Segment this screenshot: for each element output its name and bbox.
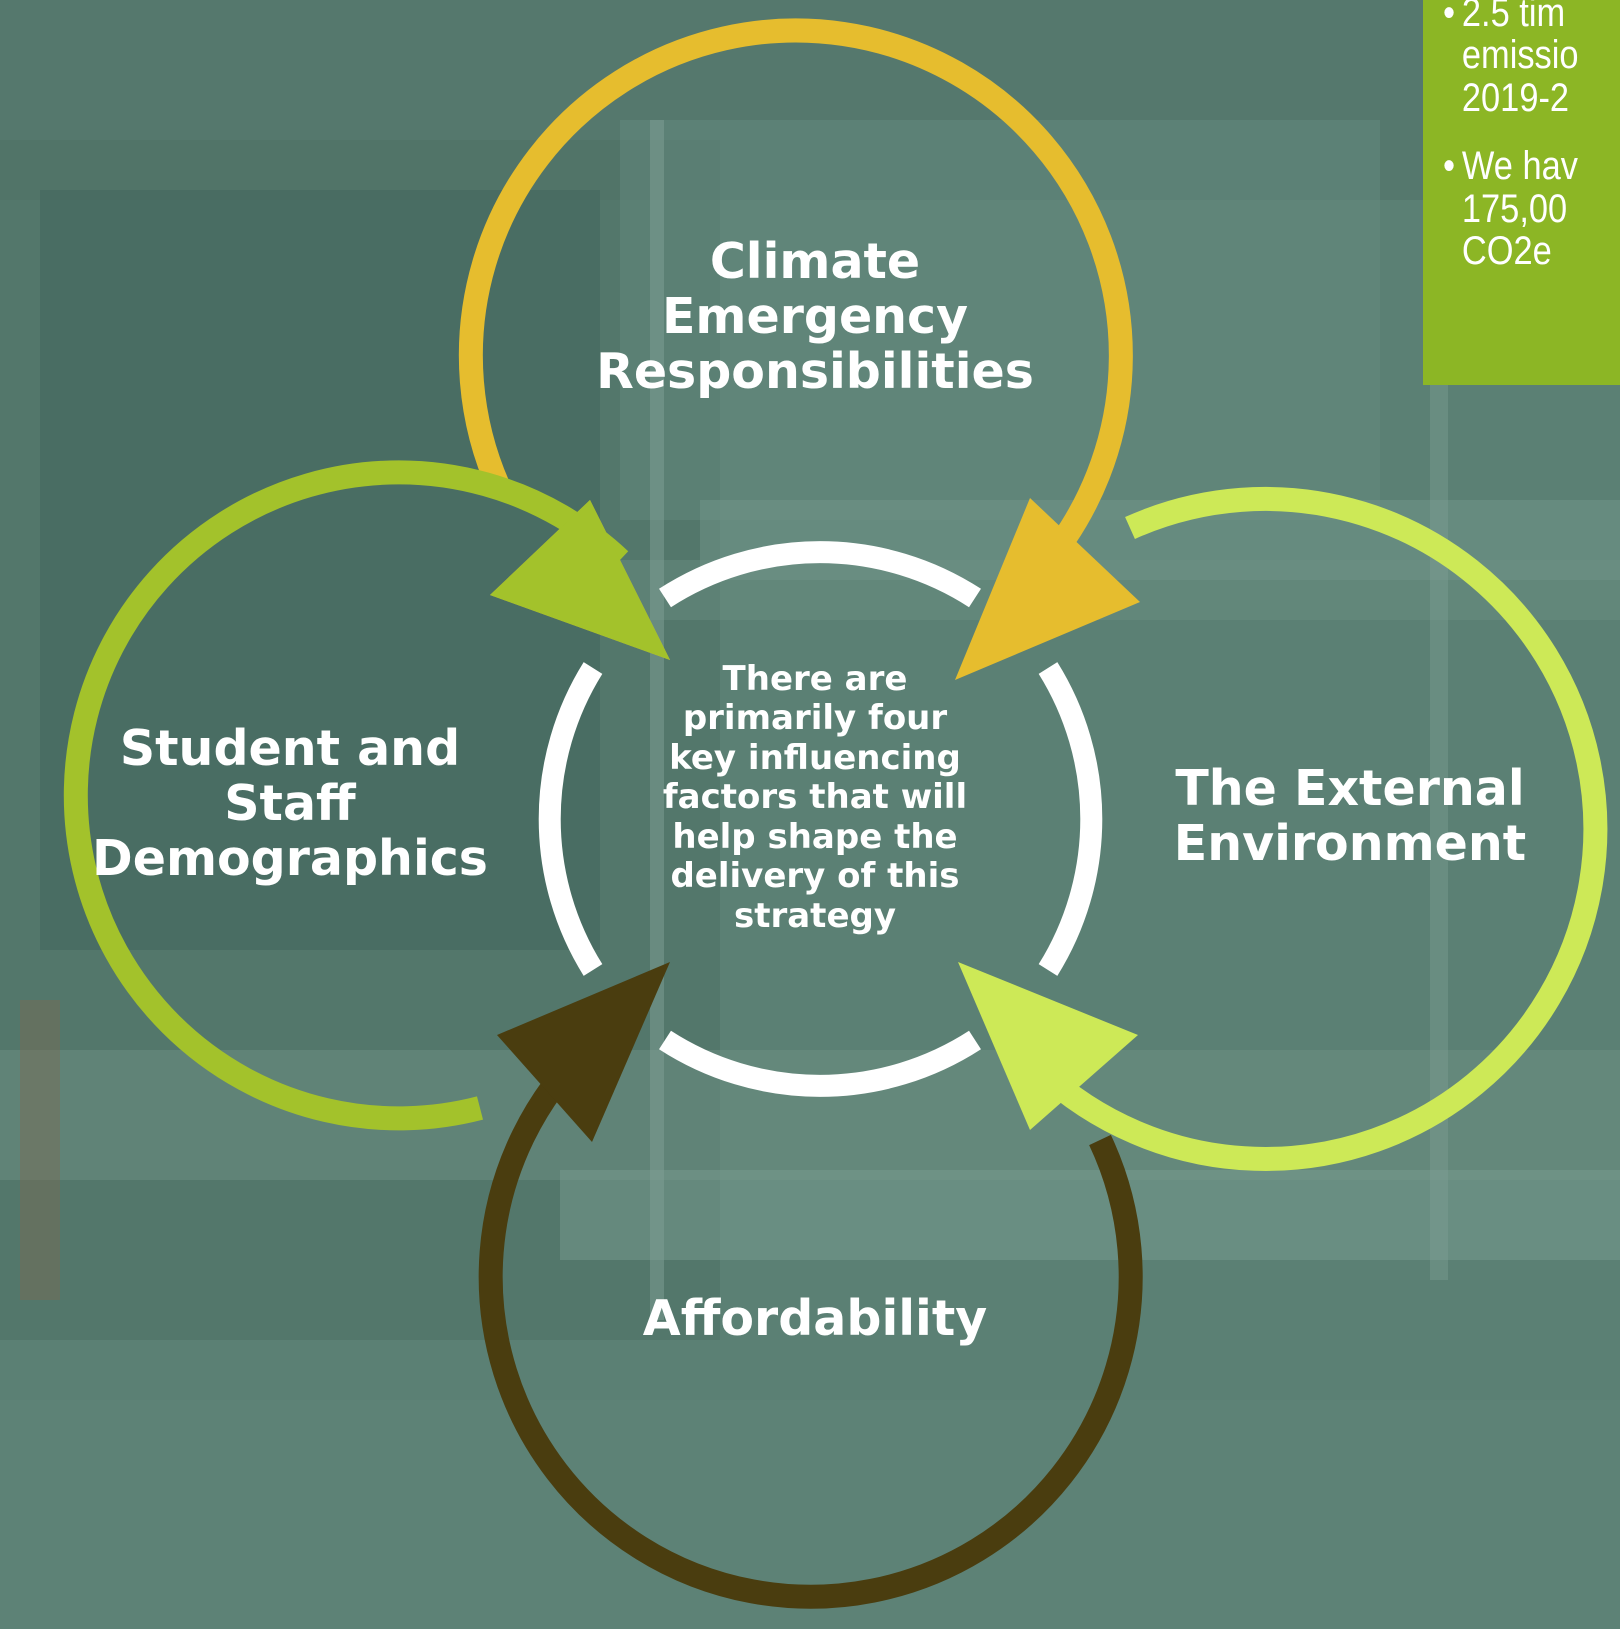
stats-bullet: We hav 175,00 CO2e (1443, 145, 1615, 273)
right-arrow-head (958, 962, 1138, 1130)
top-factor-arrow (458, 18, 1133, 578)
stats-bullet: 2.5 tim emissio 2019-2 (1443, 0, 1615, 119)
center-ring (538, 541, 1103, 1097)
stats-bullet-list: 2.5 tim emissio 2019-2 We hav 175,00 CO2… (1443, 0, 1620, 272)
factor-affordability-label: Affordability (642, 1290, 988, 1347)
bottom-arrow-head (497, 962, 670, 1142)
left-arrow-arc (63, 460, 629, 1131)
factor-climate-emergency-label: Climate Emergency Responsibilities (596, 233, 1034, 400)
center-statement: There are primarily four key influencing… (662, 659, 968, 936)
right-arrow-arc (1031, 486, 1608, 1171)
bottom-arrow-arc (478, 1036, 1143, 1609)
stats-callout-box: 2.5 tim emissio 2019-2 We hav 175,00 CO2… (1423, 0, 1620, 385)
factor-external-environment-label: The External Environment (1173, 760, 1527, 872)
left-arrow-head (490, 500, 670, 660)
factor-demographics-label: Student and Staff Demographics (92, 720, 488, 887)
top-arrow-head-right (955, 498, 1140, 680)
top-arrow-arc (458, 18, 1133, 578)
